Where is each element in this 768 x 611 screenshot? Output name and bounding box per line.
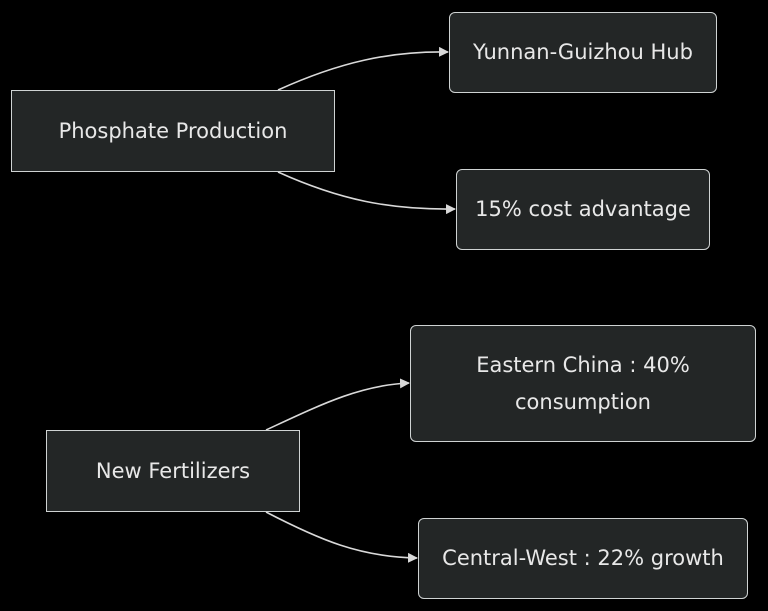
node-eastern-china: Eastern China : 40% consumption [410, 325, 756, 442]
node-new-fertilizers: New Fertilizers [46, 430, 300, 512]
node-central-west-label: Central-West : 22% growth [442, 546, 724, 570]
edge-phosphate-to-cost [277, 171, 456, 215]
node-phosphate-production: Phosphate Production [11, 90, 335, 172]
node-central-west: Central-West : 22% growth [418, 518, 748, 599]
node-eastern-china-label: Eastern China : 40% consumption [476, 352, 690, 414]
edge-fertilizers-to-eastern [265, 378, 410, 431]
node-new-fertilizers-label: New Fertilizers [95, 458, 251, 483]
node-cost-advantage-label: 15% cost advantage [475, 197, 691, 221]
node-phosphate-production-label: Phosphate Production [58, 118, 288, 143]
edge-phosphate-to-yunnan [277, 46, 449, 91]
edge-fertilizers-to-central [265, 511, 418, 563]
node-yunnan-guizhou-hub-label: Yunnan-Guizhou Hub [473, 40, 693, 64]
node-cost-advantage: 15% cost advantage [456, 169, 710, 250]
node-yunnan-guizhou-hub: Yunnan-Guizhou Hub [449, 12, 717, 93]
